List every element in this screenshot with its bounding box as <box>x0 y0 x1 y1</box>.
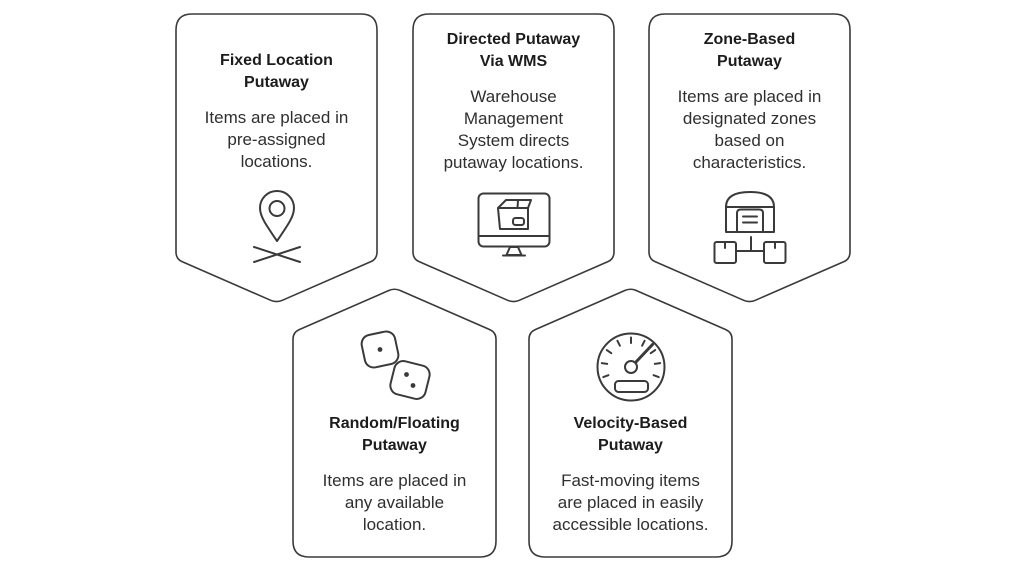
banner-down-shape <box>412 13 615 303</box>
card-title: Zone-Based Putaway <box>703 31 796 70</box>
card-velocity-based-putaway: Velocity-Based Putaway Fast-moving items… <box>528 287 733 559</box>
card-description: Items are placed in any available locati… <box>322 471 467 534</box>
card-title: Velocity-Based Putaway <box>573 415 688 454</box>
warehouse-zones-icon <box>713 190 787 264</box>
banner-down-shape <box>648 13 851 303</box>
card-description: Items are placed in designated zones bas… <box>677 87 822 172</box>
card-description: Fast-moving items are placed in easily a… <box>552 471 709 534</box>
card-description: Warehouse Management System directs puta… <box>443 87 584 172</box>
banner-down-shape <box>175 13 378 303</box>
banner-up-shape <box>292 288 497 558</box>
card-fixed-location-putaway: Fixed Location Putaway Items are placed … <box>175 13 378 305</box>
card-random-floating-putaway: Random/Floating Putaway Items are placed… <box>292 287 497 559</box>
card-title: Random/Floating Putaway <box>329 415 460 454</box>
speedometer-icon <box>595 331 667 403</box>
location-pin-icon <box>252 189 302 267</box>
dice-icon <box>359 330 431 400</box>
card-directed-putaway-wms: Directed Putaway Via WMS Warehouse Manag… <box>412 13 615 305</box>
card-title: Fixed Location Putaway <box>220 52 333 91</box>
banner-up-shape <box>528 288 733 558</box>
monitor-package-icon <box>477 192 551 260</box>
card-description: Items are placed in pre-assigned locatio… <box>204 108 349 171</box>
card-zone-based-putaway: Zone-Based Putaway Items are placed in d… <box>648 13 851 305</box>
card-title: Directed Putaway Via WMS <box>446 31 581 70</box>
